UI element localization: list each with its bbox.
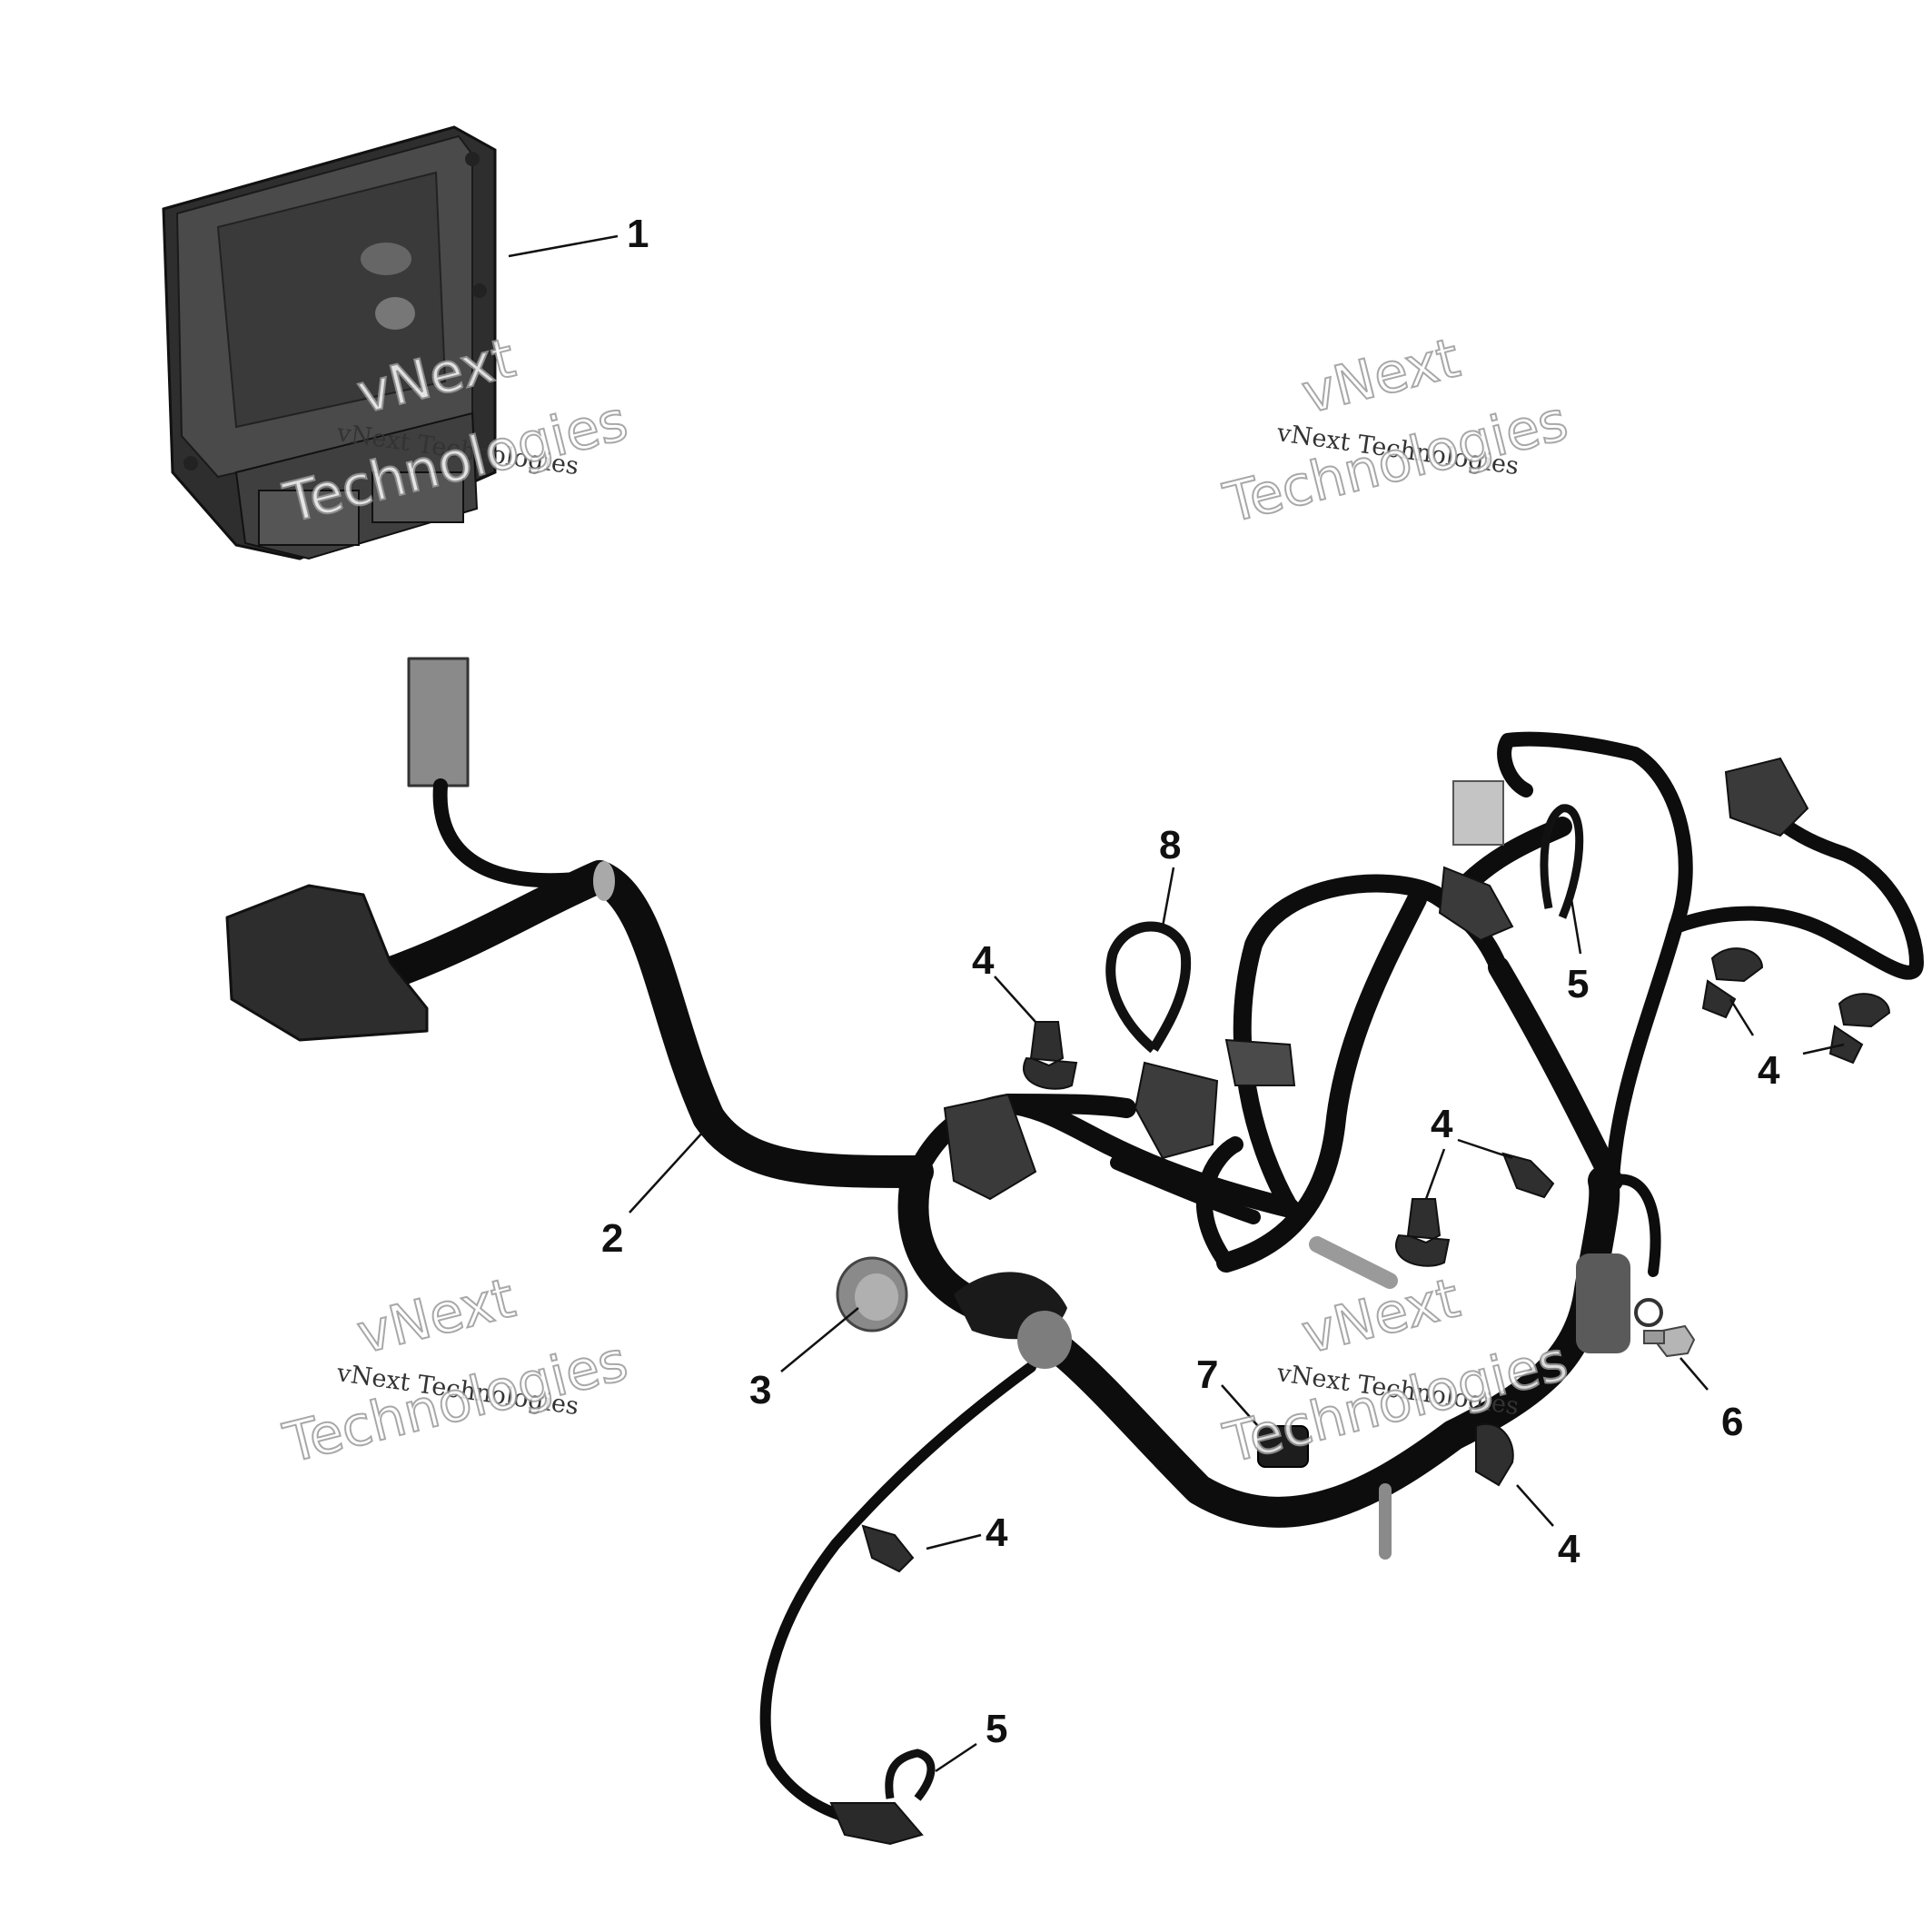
leader-6 <box>1679 1357 1709 1391</box>
bolt-part <box>1643 1324 1696 1358</box>
callout-4-upper-left: 4 <box>972 938 995 983</box>
watermark-big-bottom: Technologies <box>1218 1329 1574 1475</box>
callout-3: 3 <box>749 1368 771 1412</box>
watermark-bottom-left: vNext vNext Technologies Technologies <box>277 1265 635 1477</box>
leader-4c <box>1729 998 1755 1036</box>
clip-f <box>1475 1422 1514 1487</box>
watermark-big-top: vNext <box>1296 326 1466 426</box>
cable-tie-upper <box>1540 804 1584 919</box>
clip-d <box>1701 947 1764 1019</box>
ecm-module-part <box>162 125 497 560</box>
wiring-harness-part <box>225 657 1924 1831</box>
callout-8: 8 <box>1159 823 1181 867</box>
watermark-big-bottom: Technologies <box>278 1329 634 1475</box>
leader-2 <box>629 1130 705 1214</box>
watermark-top-right: vNext vNext Technologies Technologies <box>1217 325 1575 537</box>
clip-c <box>1501 1152 1555 1199</box>
cable-tie-lower <box>885 1749 936 1801</box>
callout-2: 2 <box>601 1216 623 1261</box>
callout-4-lower-right: 4 <box>1558 1527 1580 1571</box>
leader-3 <box>780 1307 859 1372</box>
leader-8 <box>1161 867 1175 927</box>
leader-4b2 <box>1424 1148 1446 1200</box>
leader-5b <box>935 1742 977 1773</box>
leader-4e <box>926 1533 982 1550</box>
leader-4c2 <box>1802 1043 1845 1055</box>
callout-5-lower: 5 <box>986 1707 1007 1751</box>
callout-1: 1 <box>627 212 649 256</box>
clip-parts <box>861 947 1891 1573</box>
leader-1 <box>508 234 619 258</box>
harness-connectors <box>593 757 1809 1846</box>
clip-e <box>1828 993 1891 1065</box>
callout-4-right: 4 <box>1758 1048 1780 1093</box>
clip-a <box>1023 1021 1078 1090</box>
clip-g <box>861 1524 915 1573</box>
grommet-part <box>836 1256 908 1332</box>
leader-4a <box>994 976 1036 1023</box>
leader-5a <box>1570 898 1582 955</box>
callout-4-center: 4 <box>1431 1102 1453 1146</box>
callout-labels: 1 2 3 4 4 4 4 4 5 5 6 7 8 <box>601 212 1780 1751</box>
leader-4d <box>1516 1484 1554 1527</box>
cable-tie-parts <box>885 804 1584 1801</box>
callout-6: 6 <box>1721 1400 1743 1444</box>
callout-4-lower-left: 4 <box>986 1511 1008 1555</box>
clip-b <box>1395 1198 1451 1267</box>
callout-7: 7 <box>1196 1352 1218 1397</box>
leader-7 <box>1221 1384 1259 1427</box>
clamp-part <box>1257 1425 1309 1468</box>
strap-part <box>1105 921 1192 1054</box>
watermark-big-top: vNext <box>352 1266 521 1366</box>
leader-lines <box>508 234 1845 1773</box>
watermark-bottom-right: vNext vNext Technologies Technologies <box>1217 1265 1575 1477</box>
watermark-big-bottom: Technologies <box>1218 389 1574 535</box>
leader-4b <box>1457 1138 1513 1160</box>
callout-5-upper: 5 <box>1567 962 1589 1006</box>
